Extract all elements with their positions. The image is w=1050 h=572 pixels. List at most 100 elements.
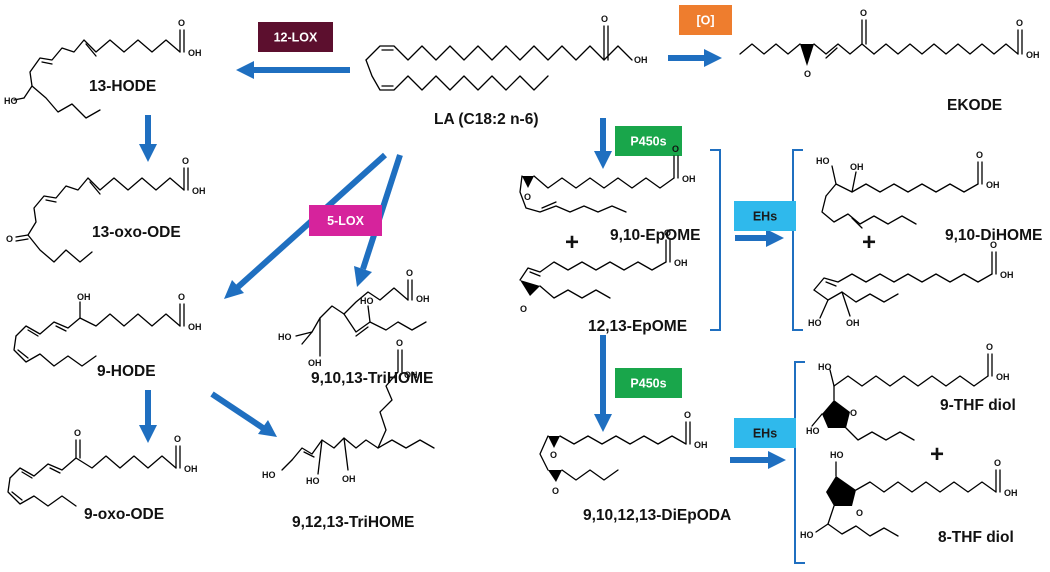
arrowhead-9hode-to-91213-trihome	[258, 420, 277, 437]
structure-9-12-13-trihome: O OH HO HO OH	[262, 338, 435, 486]
group-brackets	[710, 149, 805, 564]
atom-oh: OH	[416, 294, 430, 304]
structure-ekode: O O O OH	[739, 8, 1040, 79]
atom-o: O	[178, 292, 185, 302]
plus-sign-dihomes: +	[862, 229, 876, 256]
structure-12-13-epome: O O OH	[519, 228, 688, 314]
atom-o: O	[406, 268, 413, 278]
compound-name-9-10-epome: 9,10-EpOME	[610, 227, 700, 244]
atom-oh: OH	[986, 180, 1000, 190]
atom-ho: HO	[4, 96, 18, 106]
enzyme-ehs-2: EHs	[734, 418, 796, 448]
atom-o: O	[524, 192, 531, 202]
compound-name-13-oxo-ode: 13-oxo-ODE	[92, 224, 181, 241]
atom-o: O	[664, 228, 671, 238]
compound-name-9-10-dihome: 9,10-DiHOME	[945, 227, 1042, 244]
atom-ho: HO	[360, 296, 374, 306]
atom-o: O	[850, 408, 857, 418]
enzyme-12-lox: 12-LOX	[258, 22, 333, 52]
atom-oh: OH	[674, 258, 688, 268]
atom-oh: OH	[342, 474, 356, 484]
compound-name-ekode: EKODE	[947, 97, 1002, 114]
atom-ho: HO	[830, 450, 844, 460]
enzyme-o-label: [O]	[696, 14, 714, 28]
compound-name-9-oxo-ode: 9-oxo-ODE	[84, 506, 164, 523]
atom-o: O	[550, 450, 557, 460]
structure-12-13-dihome: HO OH O OH	[808, 240, 1014, 328]
atom-o: O	[976, 150, 983, 160]
atom-oh: OH	[1000, 270, 1014, 280]
enzyme-p450s-2: P450s	[615, 368, 682, 398]
compound-name-13-hode: 13-HODE	[89, 78, 156, 95]
enzyme-ehs-2-label: EHs	[753, 427, 777, 441]
enzyme-5-lox: 5-LOX	[309, 205, 382, 236]
enzyme-p450s-1: P450s	[615, 126, 682, 156]
compound-name-12-13-epome: 12,13-EpOME	[588, 318, 687, 335]
compound-names: LA (C18:2 n-6) EKODE 13-HODE 13-oxo-ODE …	[84, 78, 1042, 546]
atom-o: O	[178, 18, 185, 28]
atom-ho: HO	[808, 318, 822, 328]
structure-9-hode: OH O OH	[13, 292, 202, 367]
atom-ho: HO	[806, 426, 820, 436]
enzyme-ehs-1-label: EHs	[753, 210, 777, 224]
atom-ho: HO	[800, 530, 814, 540]
enzyme-5-lox-label: 5-LOX	[327, 214, 364, 228]
structure-9-thf-diol: HO O HO O OH	[806, 342, 1010, 441]
atom-oh: OH	[188, 48, 202, 58]
structure-13-oxo-ode: O OH O	[6, 156, 206, 263]
enzyme-ehs-1: EHs	[734, 201, 796, 231]
atom-o: O	[396, 338, 403, 348]
arrowhead-la-to-910-trihome	[354, 266, 372, 287]
atom-ho: HO	[262, 470, 276, 480]
arrowhead-la-to-13hode	[236, 61, 254, 79]
atom-o: O	[990, 240, 997, 250]
atom-o: O	[520, 304, 527, 314]
arrowhead-9hode-to-9oxoode	[139, 425, 157, 443]
compound-name-9-12-13-trihome: 9,12,13-TriHOME	[292, 514, 414, 531]
arrowhead-epomes-to-dihomes	[766, 229, 784, 247]
atom-oh: OH	[1026, 50, 1040, 60]
compound-name-la: LA (C18:2 n-6)	[434, 111, 539, 128]
atom-o: O	[174, 434, 181, 444]
plus-sign-epomes: +	[565, 229, 579, 256]
structure-9-oxo-ode: O O OH	[7, 428, 198, 507]
arrowhead-13hode-to-13oxoode	[139, 144, 157, 162]
enzyme-p450s-2-label: P450s	[630, 377, 666, 391]
arrowhead-diepoda-to-thf	[768, 451, 786, 469]
structure-9-10-dihome: HO OH O OH	[816, 150, 1000, 229]
atom-o: O	[601, 14, 608, 24]
structure-9-10-13-trihome: O OH HO OH HO	[278, 268, 430, 368]
atom-oh: OH	[850, 162, 864, 172]
atom-oh: OH	[694, 440, 708, 450]
structure-9-10-epome: O O OH	[519, 144, 696, 213]
atom-o: O	[1016, 18, 1023, 28]
atom-o: O	[986, 342, 993, 352]
compound-name-9-thf-diol: 9-THF diol	[940, 397, 1016, 414]
arrowhead-la-to-epomes	[594, 151, 612, 169]
enzyme-o: [O]	[679, 5, 732, 35]
atom-oh: OH	[682, 174, 696, 184]
compound-name-9-10-13-trihome: 9,10,13-TriHOME	[311, 370, 433, 387]
structure-13-hode: O OH HO	[4, 18, 202, 119]
structure-8-thf-diol: HO O HO O OH	[800, 450, 1018, 540]
arrow-9hode-to-91213-trihome	[210, 391, 265, 431]
atom-oh: OH	[192, 186, 206, 196]
enzyme-12-lox-label: 12-LOX	[274, 31, 318, 45]
compound-name-8-thf-diol: 8-THF diol	[938, 529, 1014, 546]
structure-la: O OH	[365, 14, 648, 91]
enzyme-p450s-1-label: P450s	[630, 135, 666, 149]
atom-ho: HO	[818, 362, 832, 372]
bracket-epomes	[710, 149, 721, 331]
atom-ho: HO	[306, 476, 320, 486]
atom-o: O	[856, 508, 863, 518]
reaction-arrows	[139, 49, 786, 469]
atom-oh: OH	[77, 292, 91, 302]
atom-o: O	[74, 428, 81, 438]
atom-oh: OH	[184, 464, 198, 474]
atom-o: O	[672, 144, 679, 154]
bracket-thf-diols	[794, 361, 805, 564]
atom-oh: OH	[846, 318, 860, 328]
atom-o: O	[860, 8, 867, 18]
atom-o: O	[684, 410, 691, 420]
